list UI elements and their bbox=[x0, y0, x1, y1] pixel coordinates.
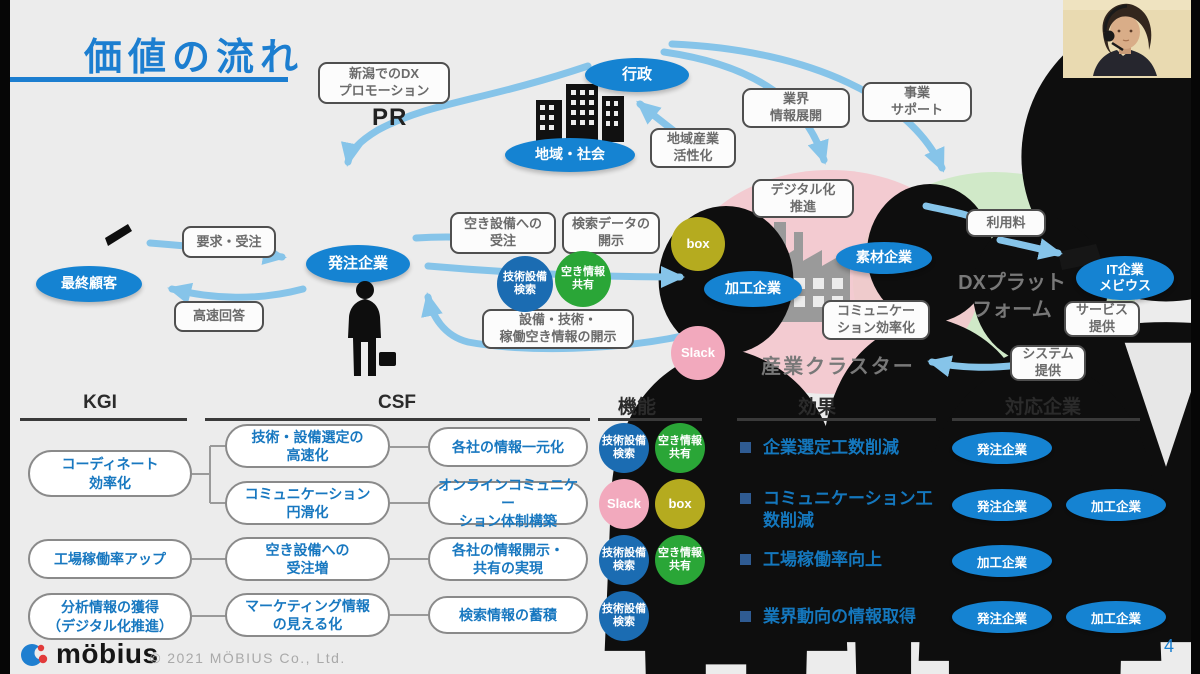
mobius-logo-text: möbius bbox=[56, 638, 159, 669]
flow-box-business-support: 事業 サポート bbox=[862, 82, 972, 122]
node-it-company-mobius: IT企業 メビウス bbox=[1076, 256, 1174, 300]
csf-marketing: マーケティング情報 の見える化 bbox=[225, 593, 390, 637]
csf2-online-communication: オンラインコミュニケー ション体制構築 bbox=[428, 477, 588, 529]
csf2-info-disclosure: 各社の情報開示・ 共有の実現 bbox=[428, 537, 588, 581]
person-silhouette-customer bbox=[105, 206, 847, 674]
header-underline bbox=[598, 418, 702, 421]
company-ellipse-ordering: 発注企業 bbox=[952, 432, 1052, 464]
flow-box-niigata-dx: 新潟でのDX プロモーション bbox=[318, 62, 450, 104]
node-ordering-company: 発注企業 bbox=[306, 245, 410, 283]
header-underline bbox=[952, 418, 1140, 421]
page-title: 価値の流れ bbox=[84, 37, 305, 79]
effect-row: コミュニケーション工 数削減 bbox=[740, 488, 940, 532]
flow-box-equipment-disclosure: 設備・技術・ 稼働空き情報の開示 bbox=[482, 309, 634, 349]
csf-vacant-orders: 空き設備への 受注増 bbox=[225, 537, 390, 581]
node-government: 行政 bbox=[585, 58, 689, 92]
kgi-analysis: 分析情報の獲得 （デジタル化推進） bbox=[28, 593, 192, 640]
title-underline bbox=[10, 77, 288, 82]
bullet-square-icon bbox=[740, 493, 751, 504]
company-ellipse-ordering: 発注企業 bbox=[952, 601, 1052, 633]
table-function-box: box bbox=[655, 479, 705, 529]
company-ellipse-processing: 加工企業 bbox=[1066, 601, 1166, 633]
table-function-availability-share: 空き情報 共有 bbox=[655, 423, 705, 473]
header-underline bbox=[737, 418, 936, 421]
node-processing-company: 加工企業 bbox=[704, 271, 802, 307]
flow-box-fast-response: 高速回答 bbox=[174, 301, 264, 332]
dx-platform-label: DXプラット フォーム bbox=[958, 272, 1066, 321]
webcam-overlay bbox=[1063, 0, 1192, 78]
effect-text: 企業選定工数削減 bbox=[763, 438, 899, 457]
kgi-utilization: 工場稼働率アップ bbox=[28, 539, 192, 579]
effect-row: 企業選定工数削減 bbox=[740, 437, 940, 459]
mobius-logo-icon bbox=[21, 644, 48, 666]
csf-communication: コミュニケーション 円滑化 bbox=[225, 481, 390, 525]
company-ellipse-ordering: 発注企業 bbox=[952, 489, 1052, 521]
header-csf: CSF bbox=[378, 392, 416, 413]
flow-box-system-provision: システム 提供 bbox=[1010, 345, 1086, 381]
csf2-info-unification: 各社の情報一元化 bbox=[428, 427, 588, 467]
table-function-tech-search: 技術設備 検索 bbox=[599, 423, 649, 473]
page-number: 4 bbox=[1164, 636, 1175, 656]
buildings-icon bbox=[536, 84, 624, 142]
table-function-tech-search: 技術設備 検索 bbox=[599, 591, 649, 641]
function-circle-box: box bbox=[671, 217, 725, 271]
function-circle-tech-search: 技術設備 検索 bbox=[497, 256, 553, 312]
table-connectors bbox=[192, 445, 428, 617]
person-silhouette-orderer-3 bbox=[348, 281, 396, 376]
bullet-square-icon bbox=[740, 554, 751, 565]
flow-box-regional-revitalization: 地域産業 活性化 bbox=[650, 128, 736, 168]
header-underline bbox=[20, 418, 187, 421]
table-function-slack: Slack bbox=[599, 479, 649, 529]
flow-box-communication-efficiency: コミュニケー ション効率化 bbox=[822, 300, 930, 340]
node-final-customer: 最終顧客 bbox=[36, 266, 142, 302]
table-function-tech-search: 技術設備 検索 bbox=[599, 535, 649, 585]
company-ellipse-processing: 加工企業 bbox=[952, 545, 1052, 577]
flow-box-vacant-equipment-order: 空き設備への 受注 bbox=[450, 212, 556, 254]
flow-box-request-order: 要求・受注 bbox=[182, 226, 276, 258]
header-company: 対応企業 bbox=[1004, 397, 1081, 418]
effect-row: 工場稼働率向上 bbox=[740, 549, 940, 571]
letterbox-right bbox=[1191, 0, 1200, 674]
csf-tech-selection: 技術・設備選定の 高速化 bbox=[225, 424, 390, 468]
effect-text: コミュニケーション工 数削減 bbox=[763, 489, 933, 531]
effect-text: 業界動向の情報取得 bbox=[763, 607, 916, 626]
flow-box-service-provision: サービス 提供 bbox=[1064, 301, 1140, 337]
flow-box-search-data: 検索データの 開示 bbox=[562, 212, 660, 254]
mobius-logo: möbius bbox=[20, 638, 159, 670]
presenter-photo bbox=[1063, 0, 1192, 78]
kgi-coordination: コーディネート 効率化 bbox=[28, 450, 192, 497]
flow-box-industry-info: 業界 情報展開 bbox=[742, 88, 850, 128]
table-function-availability-share: 空き情報 共有 bbox=[655, 535, 705, 585]
letterbox-left bbox=[0, 0, 10, 674]
csf2-search-accumulation: 検索情報の蓄積 bbox=[428, 596, 588, 634]
header-effect: 効果 bbox=[797, 397, 836, 418]
function-circle-availability-share: 空き情報 共有 bbox=[555, 251, 611, 307]
bullet-square-icon bbox=[740, 611, 751, 622]
node-region-society: 地域・社会 bbox=[505, 138, 635, 172]
bullet-square-icon bbox=[740, 442, 751, 453]
copyright-text: © 2021 MÖBIUS Co., Ltd. bbox=[150, 650, 346, 666]
function-circle-slack: Slack bbox=[671, 326, 725, 380]
pr-label: PR bbox=[372, 104, 408, 131]
flow-box-usage-fee: 利用料 bbox=[966, 209, 1046, 237]
header-function: 機能 bbox=[617, 397, 656, 418]
header-kgi: KGI bbox=[83, 392, 117, 413]
company-ellipse-processing: 加工企業 bbox=[1066, 489, 1166, 521]
effect-row: 業界動向の情報取得 bbox=[740, 606, 940, 628]
industry-cluster-label: 産業クラスター bbox=[761, 356, 915, 378]
header-underline bbox=[205, 418, 590, 421]
node-material-company: 素材企業 bbox=[836, 242, 932, 274]
flow-box-digitalization: デジタル化 推進 bbox=[752, 179, 854, 218]
effect-text: 工場稼働率向上 bbox=[763, 550, 882, 569]
